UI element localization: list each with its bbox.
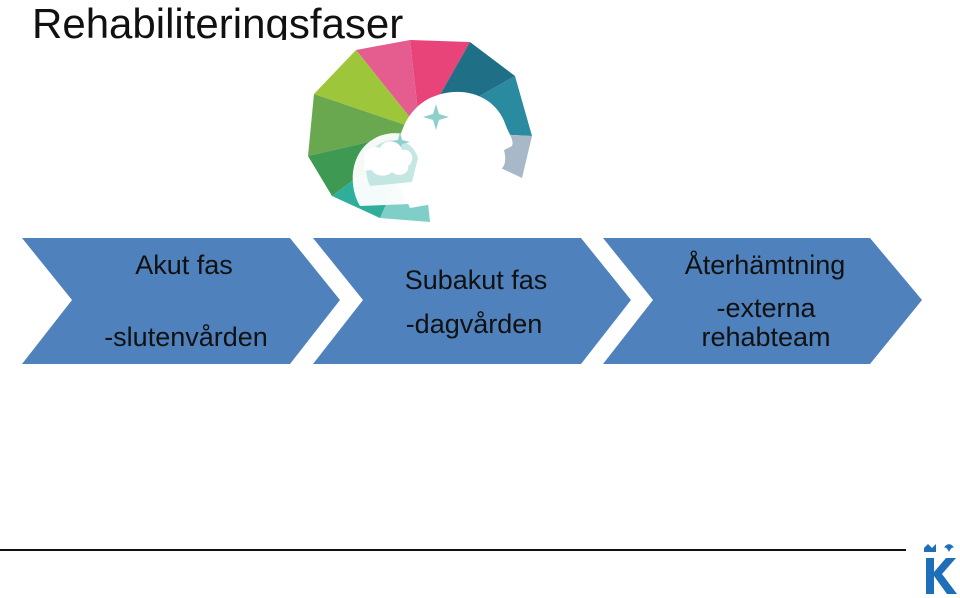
slide-title: Rehabiliteringsfaser xyxy=(32,0,404,40)
crown-k-logo-icon xyxy=(924,544,957,594)
chevron-subacute-phase xyxy=(313,238,631,364)
phase3-sub-line1: -externa xyxy=(716,293,816,323)
large-head-silhouette xyxy=(396,91,513,208)
chevron-recovery-phase xyxy=(603,238,922,364)
phase1-sub: -slutenvården xyxy=(104,322,268,352)
chevron-acute-phase xyxy=(22,238,340,364)
sparkle-star-icon xyxy=(423,104,449,130)
segment-green xyxy=(308,94,420,156)
segment-pink xyxy=(356,40,420,130)
segment-lightgreen xyxy=(314,50,420,130)
phase-chevrons xyxy=(22,238,922,364)
phase3-heading: Återhämtning xyxy=(684,250,846,280)
sparkle-star-small-icon xyxy=(390,132,410,152)
crown-left-icon xyxy=(924,544,936,552)
brain-cloud-icon xyxy=(363,141,413,176)
head-silhouettes-icon xyxy=(308,40,532,222)
phase2-sub: -dagvården xyxy=(405,309,543,339)
phase3-sub-line2: rehabteam xyxy=(701,322,831,352)
swirl-right-icon xyxy=(944,544,954,552)
footer-divider xyxy=(0,549,906,551)
phase2-heading: Subakut fas xyxy=(404,265,548,295)
phase1-heading: Akut fas xyxy=(135,250,233,280)
k-letter-icon xyxy=(926,558,957,594)
